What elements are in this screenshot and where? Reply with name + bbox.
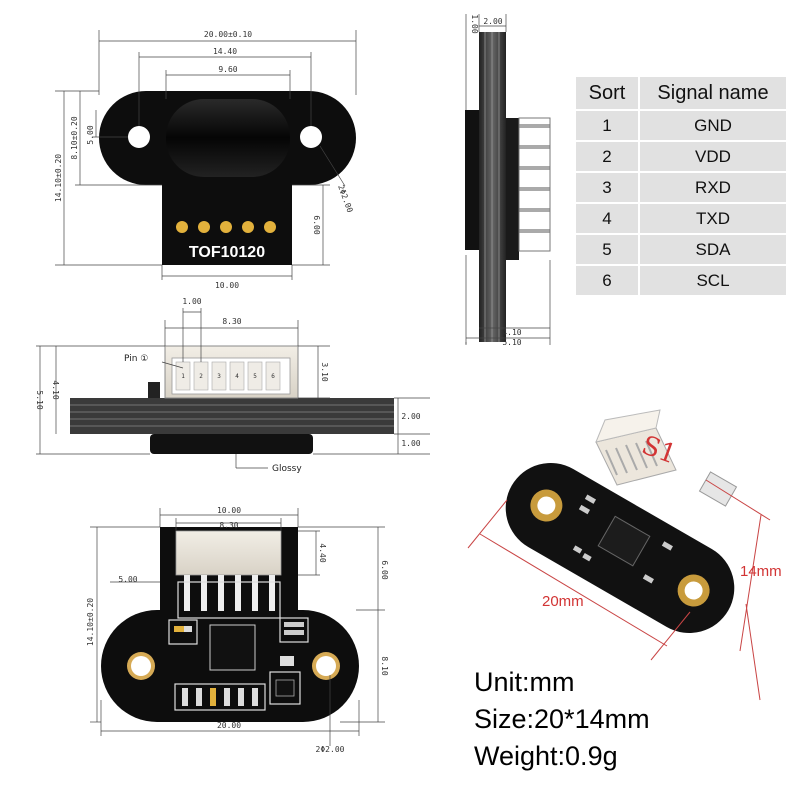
dim-front-connector-height: 3.10 bbox=[320, 362, 329, 381]
spec-size: Size:20*14mm bbox=[474, 704, 650, 734]
front-board-stack bbox=[70, 398, 394, 434]
front-pin-slots bbox=[175, 361, 281, 391]
signal-cell: TXD bbox=[640, 204, 786, 235]
bottom-view: 10.00 8.30 5.00 4.40 6.00 14.10±0.20 8.1… bbox=[86, 506, 389, 754]
top-gold-pads bbox=[176, 221, 276, 233]
dim-top-tab-width: 10.00 bbox=[215, 281, 239, 290]
glossy-label: Glossy bbox=[272, 464, 302, 474]
dim-bottom-body-height: 14.10±0.20 bbox=[86, 598, 95, 646]
sort-cell: 1 bbox=[576, 111, 640, 142]
side-board-stack bbox=[479, 32, 506, 342]
front-lens bbox=[150, 434, 313, 454]
dim-bottom-hole-dia: 2Φ2.00 bbox=[316, 745, 345, 754]
side-connector-pins bbox=[519, 124, 550, 233]
signal-cell: SCL bbox=[640, 266, 786, 297]
dim-front-connector-width: 8.30 bbox=[222, 317, 241, 326]
dim-side-depth1: 4.10 bbox=[502, 328, 521, 337]
sort-cell: 4 bbox=[576, 204, 640, 235]
bottom-chip bbox=[209, 624, 256, 671]
side-view: 1.00 2.00 4.10 5.10 bbox=[465, 14, 551, 347]
dim-top-hole-span: 14.40 bbox=[213, 47, 237, 56]
sort-cell: 3 bbox=[576, 173, 640, 204]
header-sort: Sort bbox=[576, 77, 640, 111]
dim-bottom-connector-height: 4.40 bbox=[318, 543, 327, 562]
front-pin-number: 1 bbox=[181, 373, 185, 380]
dim-bottom-total-width: 20.00 bbox=[217, 721, 241, 730]
dim-front-lens-height: 1.00 bbox=[401, 439, 420, 448]
top-view: TOF10120 20.00±0.10 14.40 9.60 14.10±0.2… bbox=[54, 30, 357, 290]
front-pin-number: 3 bbox=[217, 373, 221, 380]
dim-front-mid-height: 4.10 bbox=[51, 380, 60, 399]
top-lens bbox=[166, 99, 290, 177]
side-connector-shell bbox=[506, 118, 519, 260]
signal-cell: GND bbox=[640, 111, 786, 142]
dim-bottom-upper-height: 6.00 bbox=[380, 560, 389, 579]
spec-list: Unit:mm Size:20*14mm Weight:0.9g bbox=[474, 664, 650, 775]
dim-side-depth2: 5.10 bbox=[502, 338, 521, 347]
dim-bottom-connector-width: 8.30 bbox=[219, 521, 238, 530]
front-pin-number: 5 bbox=[253, 373, 257, 380]
top-hole-left-icon bbox=[128, 126, 150, 148]
dim-bottom-lower-height: 8.10 bbox=[380, 656, 389, 675]
photo-width-label: 20mm bbox=[542, 593, 584, 610]
sort-cell: 2 bbox=[576, 142, 640, 173]
sort-cell: 5 bbox=[576, 235, 640, 266]
spec-unit: Unit:mm bbox=[474, 667, 575, 697]
photo-chip bbox=[597, 515, 651, 567]
dim-top-hole-offset: 5.00 bbox=[86, 125, 95, 144]
dim-top-width: 20.00±0.10 bbox=[204, 30, 252, 39]
dim-top-ear-height: 8.10±0.20 bbox=[70, 116, 79, 160]
pin-table-header: Sort Signal name bbox=[576, 77, 786, 111]
dim-side-top: 1.00 bbox=[470, 14, 479, 33]
photo-connector bbox=[595, 409, 738, 507]
dim-front-board-thickness: 2.00 bbox=[401, 412, 420, 421]
board-label: TOF10120 bbox=[189, 244, 265, 261]
dim-bottom-tab-width: 10.00 bbox=[217, 506, 241, 515]
dim-bottom-offset: 5.00 bbox=[118, 575, 137, 584]
dim-side-thickness: 2.00 bbox=[483, 17, 502, 26]
bottom-components bbox=[168, 617, 309, 711]
photo-height-label: 14mm bbox=[740, 563, 782, 580]
dim-top-body-height: 14.10±0.20 bbox=[54, 154, 63, 202]
signal-cell: SDA bbox=[640, 235, 786, 266]
dim-front-pitch: 1.00 bbox=[182, 297, 201, 306]
front-pin-number: 4 bbox=[235, 373, 239, 380]
product-photo: S1 20mm 14mm bbox=[467, 409, 782, 701]
bottom-connector-pins bbox=[184, 575, 275, 611]
front-view: 1 2 3 4 5 6 1.00 8.30 Pin ① 3.10 5.10 bbox=[35, 297, 430, 474]
top-hole-right-icon bbox=[300, 126, 322, 148]
dim-front-total-height: 5.10 bbox=[35, 390, 44, 409]
pin-one-label: Pin ① bbox=[124, 354, 148, 364]
spec-weight: Weight:0.9g bbox=[474, 741, 618, 771]
header-signal-name: Signal name bbox=[640, 77, 786, 111]
dim-top-tab-height: 6.00 bbox=[312, 215, 321, 234]
front-pin-number: 6 bbox=[271, 373, 275, 380]
sort-cell: 6 bbox=[576, 266, 640, 297]
signal-cell: VDD bbox=[640, 142, 786, 173]
dim-top-lens-width: 9.60 bbox=[218, 65, 237, 74]
front-pin-number: 2 bbox=[199, 373, 203, 380]
signal-cell: RXD bbox=[640, 173, 786, 204]
bottom-connector bbox=[175, 530, 282, 576]
dim-top-hole-dia: 2Φ2.00 bbox=[336, 184, 354, 214]
side-lens bbox=[465, 110, 479, 250]
